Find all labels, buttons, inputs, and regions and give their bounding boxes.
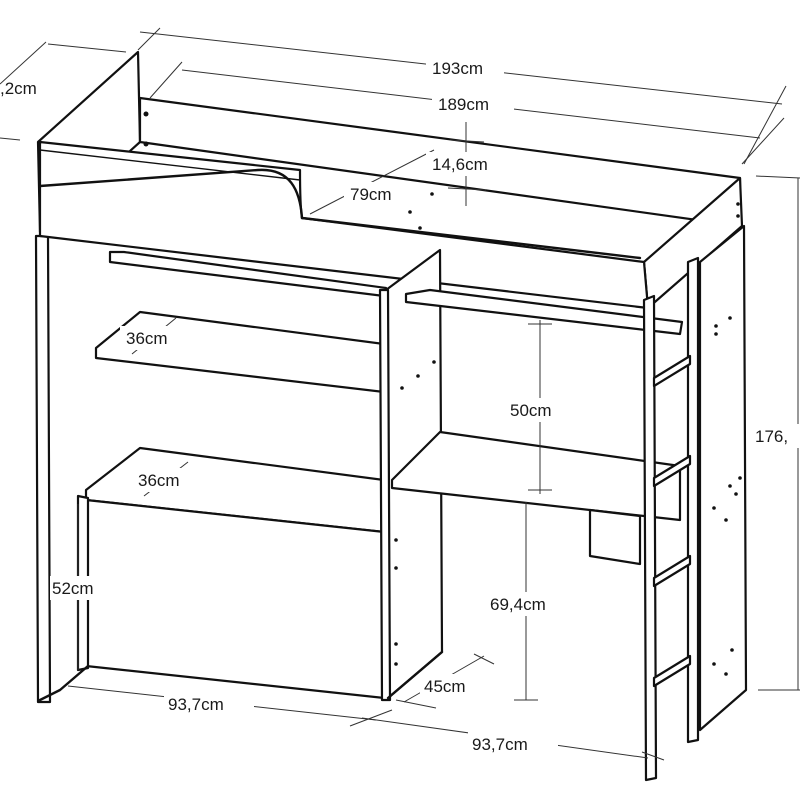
label-depth-partial: ,2cm — [0, 79, 37, 98]
screw-hole — [394, 566, 398, 570]
dim-line-desk-depth — [473, 653, 495, 665]
label-total-width: 193cm — [432, 59, 483, 78]
desk-top — [390, 430, 682, 522]
dim-line-guard-height — [447, 187, 487, 191]
screw-hole — [394, 662, 398, 666]
central-divider-front — [378, 288, 392, 702]
screw-hole — [143, 141, 149, 147]
screw-hole — [730, 648, 734, 652]
screw-hole — [728, 484, 732, 488]
ladder-rung-2 — [652, 454, 692, 488]
dim-line-desk-width — [641, 751, 665, 761]
dim-line-guard-height — [449, 139, 485, 143]
dim-line-desk-depth — [395, 699, 437, 709]
screw-hole — [736, 214, 740, 218]
screw-hole — [432, 360, 436, 364]
screw-hole — [394, 642, 398, 646]
dim-line-cabinet-width — [349, 709, 393, 727]
ladder-rung-1 — [652, 354, 692, 388]
screw-hole — [734, 492, 738, 496]
keyboard-drawer — [588, 508, 642, 566]
label-opening-width: 79cm — [350, 185, 392, 204]
screw-hole — [400, 386, 404, 390]
label-desk-height: 69,4cm — [490, 595, 546, 614]
screw-hole — [418, 226, 422, 230]
dim-line-depth — [0, 137, 21, 141]
guard-rail-top-edge — [39, 149, 301, 181]
left-leg-panel — [34, 234, 52, 704]
middle-shelf-left — [94, 310, 386, 394]
dimension-labels: 193cm 189cm 14,6cm 79cm ,2cm 36cm 36cm 5… — [0, 56, 800, 756]
label-desk-depth: 45cm — [424, 677, 466, 696]
screw-hole — [738, 476, 742, 480]
screw-hole — [416, 374, 420, 378]
screw-hole — [736, 202, 740, 206]
guard-rail-cutout — [38, 168, 304, 220]
label-cabinet-height: 52cm — [52, 579, 94, 598]
dim-line-inner-width — [741, 117, 785, 165]
dim-line-depth — [0, 41, 47, 85]
label-cabinet-width: 93,7cm — [168, 695, 224, 714]
dim-line-depth — [47, 43, 127, 53]
label-inner-width: 189cm — [438, 95, 489, 114]
screw-hole — [728, 316, 732, 320]
ladder-rail-right — [686, 256, 700, 744]
right-side-panel — [698, 224, 748, 732]
ladder-rung-4 — [652, 654, 692, 688]
label-total-height: 176, — [755, 427, 788, 446]
upper-shelf-right — [404, 288, 684, 336]
label-desk-width: 93,7cm — [472, 735, 528, 754]
furniture-drawing — [34, 50, 748, 782]
screw-hole — [712, 506, 716, 510]
screw-hole — [408, 210, 412, 214]
screw-hole — [714, 324, 718, 328]
ladder-rail-left — [642, 294, 658, 782]
screw-hole — [714, 332, 718, 336]
dim-line-total-width — [137, 27, 161, 51]
label-shelf-depth-lower: 36cm — [138, 471, 180, 490]
ladder-rung-3 — [652, 554, 692, 588]
screw-hole — [143, 111, 149, 117]
screw-hole — [724, 518, 728, 522]
cabinet-front — [84, 498, 386, 700]
dim-line-total-width — [743, 85, 787, 165]
mattress-edge — [300, 216, 642, 260]
screw-hole — [712, 662, 716, 666]
dim-line-total-height — [755, 175, 800, 179]
floor-edge-center — [386, 650, 444, 700]
floor-edge-cabinet — [38, 664, 90, 702]
label-guard-height: 14,6cm — [432, 155, 488, 174]
screw-hole — [430, 192, 434, 196]
screw-hole — [394, 538, 398, 542]
dim-line-inner-width — [149, 61, 183, 99]
screw-hole — [724, 672, 728, 676]
label-compartment-height: 50cm — [510, 401, 552, 420]
label-shelf-depth-upper: 36cm — [126, 329, 168, 348]
